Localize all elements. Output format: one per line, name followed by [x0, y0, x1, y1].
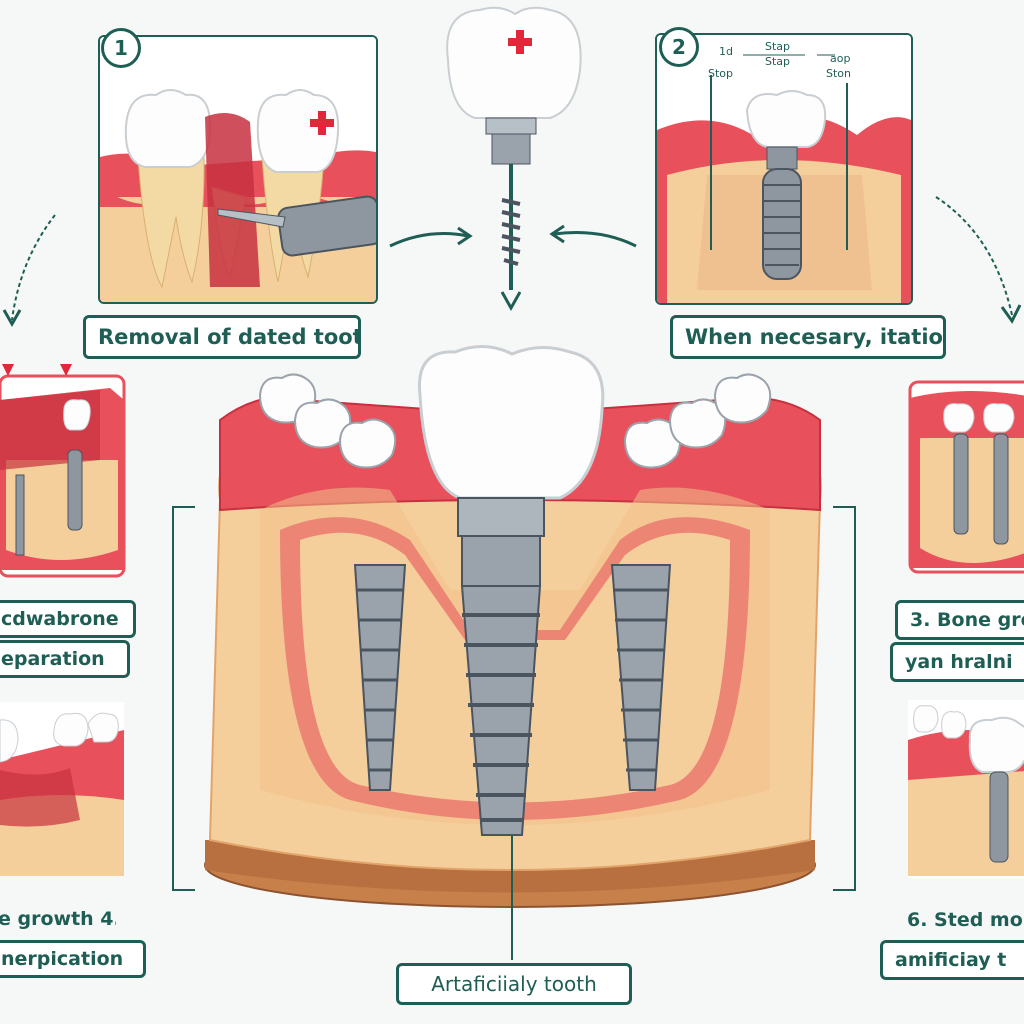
- right-step-label-line4: amificiay t: [880, 940, 1024, 980]
- central-jaw-model: [204, 345, 822, 960]
- crown-placement-illustration: [908, 700, 1024, 878]
- implant-placement-illustration: [657, 35, 911, 303]
- annotation-stop: Stop: [708, 67, 734, 80]
- annotation-aop: aop: [830, 52, 851, 65]
- bracket-left: [172, 506, 195, 891]
- center-label: Artaficiialy tooth: [396, 963, 632, 1005]
- annotation-stap-a: Stap: [765, 40, 791, 53]
- healing-illustration: [908, 380, 1024, 574]
- step-1-label: Removal of dated tooth: [83, 315, 361, 359]
- step-1-number: 1: [101, 28, 141, 68]
- right-step-label-line1: 3. Bone gro: [895, 600, 1024, 640]
- step-2-panel: [655, 33, 913, 305]
- annotation-1d: 1d: [719, 45, 733, 58]
- step-1-panel: [98, 35, 378, 304]
- left-step-label-line3: e growth 4.: [0, 908, 116, 930]
- implant-screw-icon: [446, 6, 582, 312]
- arrow-icon: [549, 224, 637, 248]
- arrow-icon: [935, 196, 1022, 324]
- bone-preparation-illustration: [0, 364, 126, 578]
- arrow-icon: [389, 226, 473, 248]
- left-step-label-line4: nerpication: [0, 940, 146, 978]
- right-step-label-line3: 6. Sted mo: [907, 909, 1023, 931]
- annotation-stap-b: Stap: [765, 55, 791, 68]
- step-2-label: When necesary, itation: [670, 315, 946, 359]
- right-step-label-line2: yan hralni: [890, 642, 1024, 682]
- step-2-number: 2: [659, 27, 699, 67]
- left-step-label-line2: eparation: [0, 640, 130, 678]
- tooth-extraction-illustration: [100, 37, 376, 302]
- left-step-label-line1: cdwabrone: [0, 600, 136, 638]
- annotation-ston: Ston: [826, 67, 851, 80]
- bracket-right: [833, 506, 856, 891]
- arrow-icon: [2, 214, 56, 328]
- bone-growth-illustration: [0, 702, 124, 876]
